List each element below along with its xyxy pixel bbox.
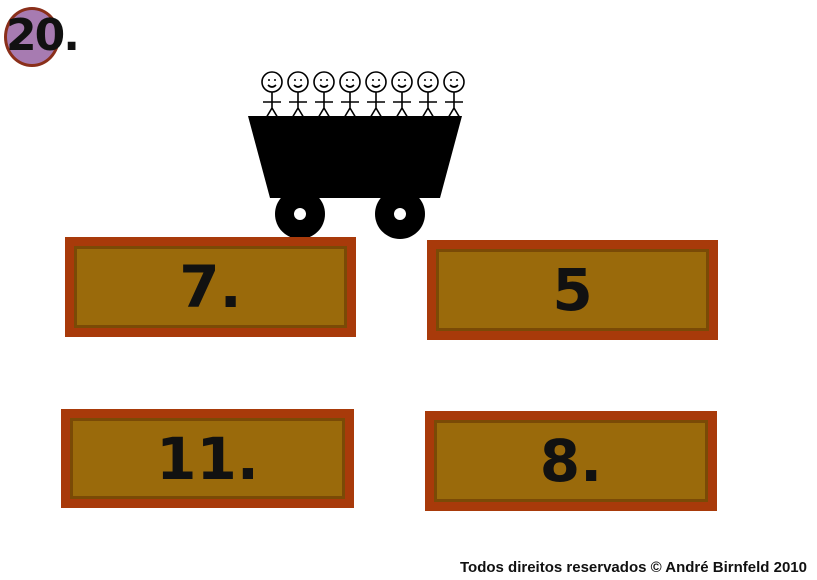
passenger: [443, 71, 465, 119]
passenger: [417, 71, 439, 119]
answer-option-3[interactable]: 11.: [61, 409, 354, 508]
answer-option-label: 8.: [539, 427, 603, 495]
answer-option-1[interactable]: 7.: [65, 237, 356, 337]
answer-option-label: 5: [552, 256, 593, 324]
passenger: [365, 71, 387, 119]
passenger: [339, 71, 361, 119]
copyright-footer: Todos direitos reservados © André Birnfe…: [460, 559, 807, 576]
passengers: [261, 71, 465, 119]
question-number-badge: [4, 7, 60, 67]
passenger: [261, 71, 283, 119]
answer-option-4[interactable]: 8.: [425, 411, 717, 511]
cart-wheel-right: [375, 189, 425, 239]
question-number: 20.: [6, 10, 80, 61]
cart-body: [248, 116, 462, 198]
answer-option-label: 11.: [156, 424, 259, 493]
cart-wheel-left: [275, 189, 325, 239]
mine-cart-with-passengers: [248, 71, 465, 239]
answer-option-label: 7.: [179, 253, 242, 321]
passenger: [313, 71, 335, 119]
passenger: [287, 71, 309, 119]
answer-option-2[interactable]: 5: [427, 240, 718, 340]
passenger: [391, 71, 413, 119]
